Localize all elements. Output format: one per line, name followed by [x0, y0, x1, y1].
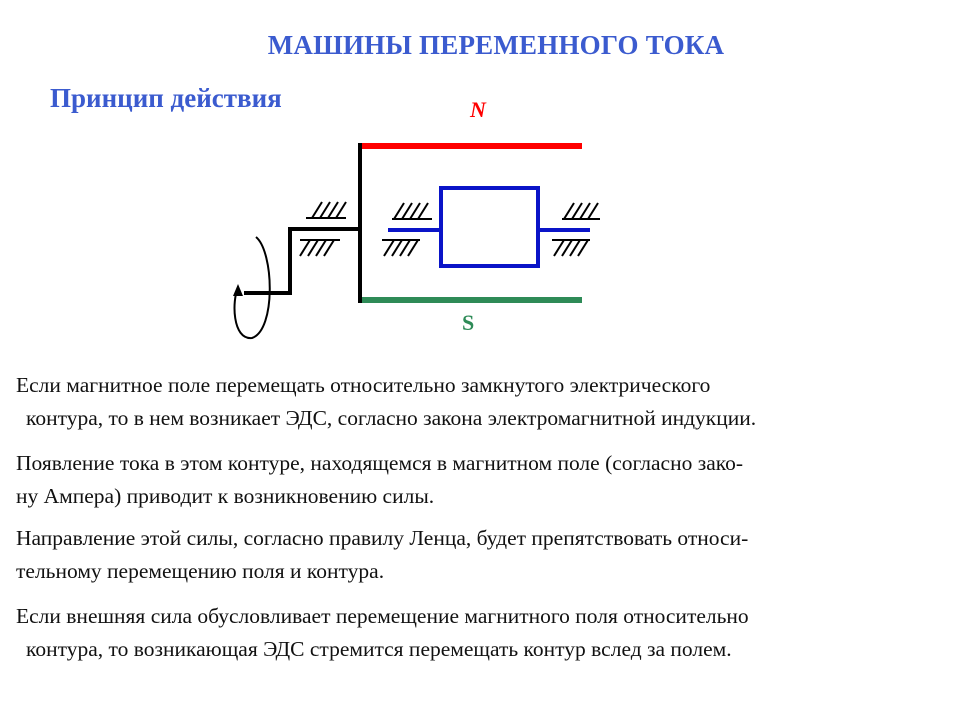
slide-title: МАШИНЫ ПЕРЕМЕННОГО ТОКА [267, 30, 725, 60]
paragraph-1: Если магнитное поле перемещать относител… [16, 369, 946, 435]
paragraph-3: Направление этой силы, согласно правилу … [16, 522, 946, 588]
rotation-arrow-icon [233, 236, 271, 340]
paragraph-4: Если внешняя сила обусловливает перемеще… [16, 600, 946, 666]
paragraph-1-line-1: Если магнитное поле перемещать относител… [16, 373, 711, 397]
coil-loop [388, 186, 590, 268]
paragraph-4-line-1: Если внешняя сила обусловливает перемеще… [16, 604, 749, 628]
coil-right-bearing-icon [552, 202, 600, 257]
coil-left-bearing-icon [382, 202, 432, 257]
paragraph-2-line-2: ну Ампера) приводит к возникновению силы… [16, 484, 435, 508]
paragraph-2-line-1: Появление тока в этом контуре, находящем… [16, 451, 744, 475]
frame-bearing-icon [299, 201, 347, 257]
paragraph-3-line-2: тельному перемещению поля и контура. [16, 559, 385, 583]
north-pole-label: N [469, 97, 487, 122]
slide-subtitle: Принцип действия [50, 83, 282, 113]
paragraph-1-line-2: контура, то в нем возникает ЭДС, согласн… [26, 406, 757, 430]
paragraph-2: Появление тока в этом контуре, находящем… [16, 447, 946, 513]
south-pole-label: S [462, 310, 474, 335]
paragraph-4-line-2: контура, то возникающая ЭДС стремится пе… [26, 637, 732, 661]
paragraph-3-line-1: Направление этой силы, согласно правилу … [16, 526, 749, 550]
magnet-frame [244, 143, 362, 303]
machine-diagram: N S [233, 97, 600, 340]
